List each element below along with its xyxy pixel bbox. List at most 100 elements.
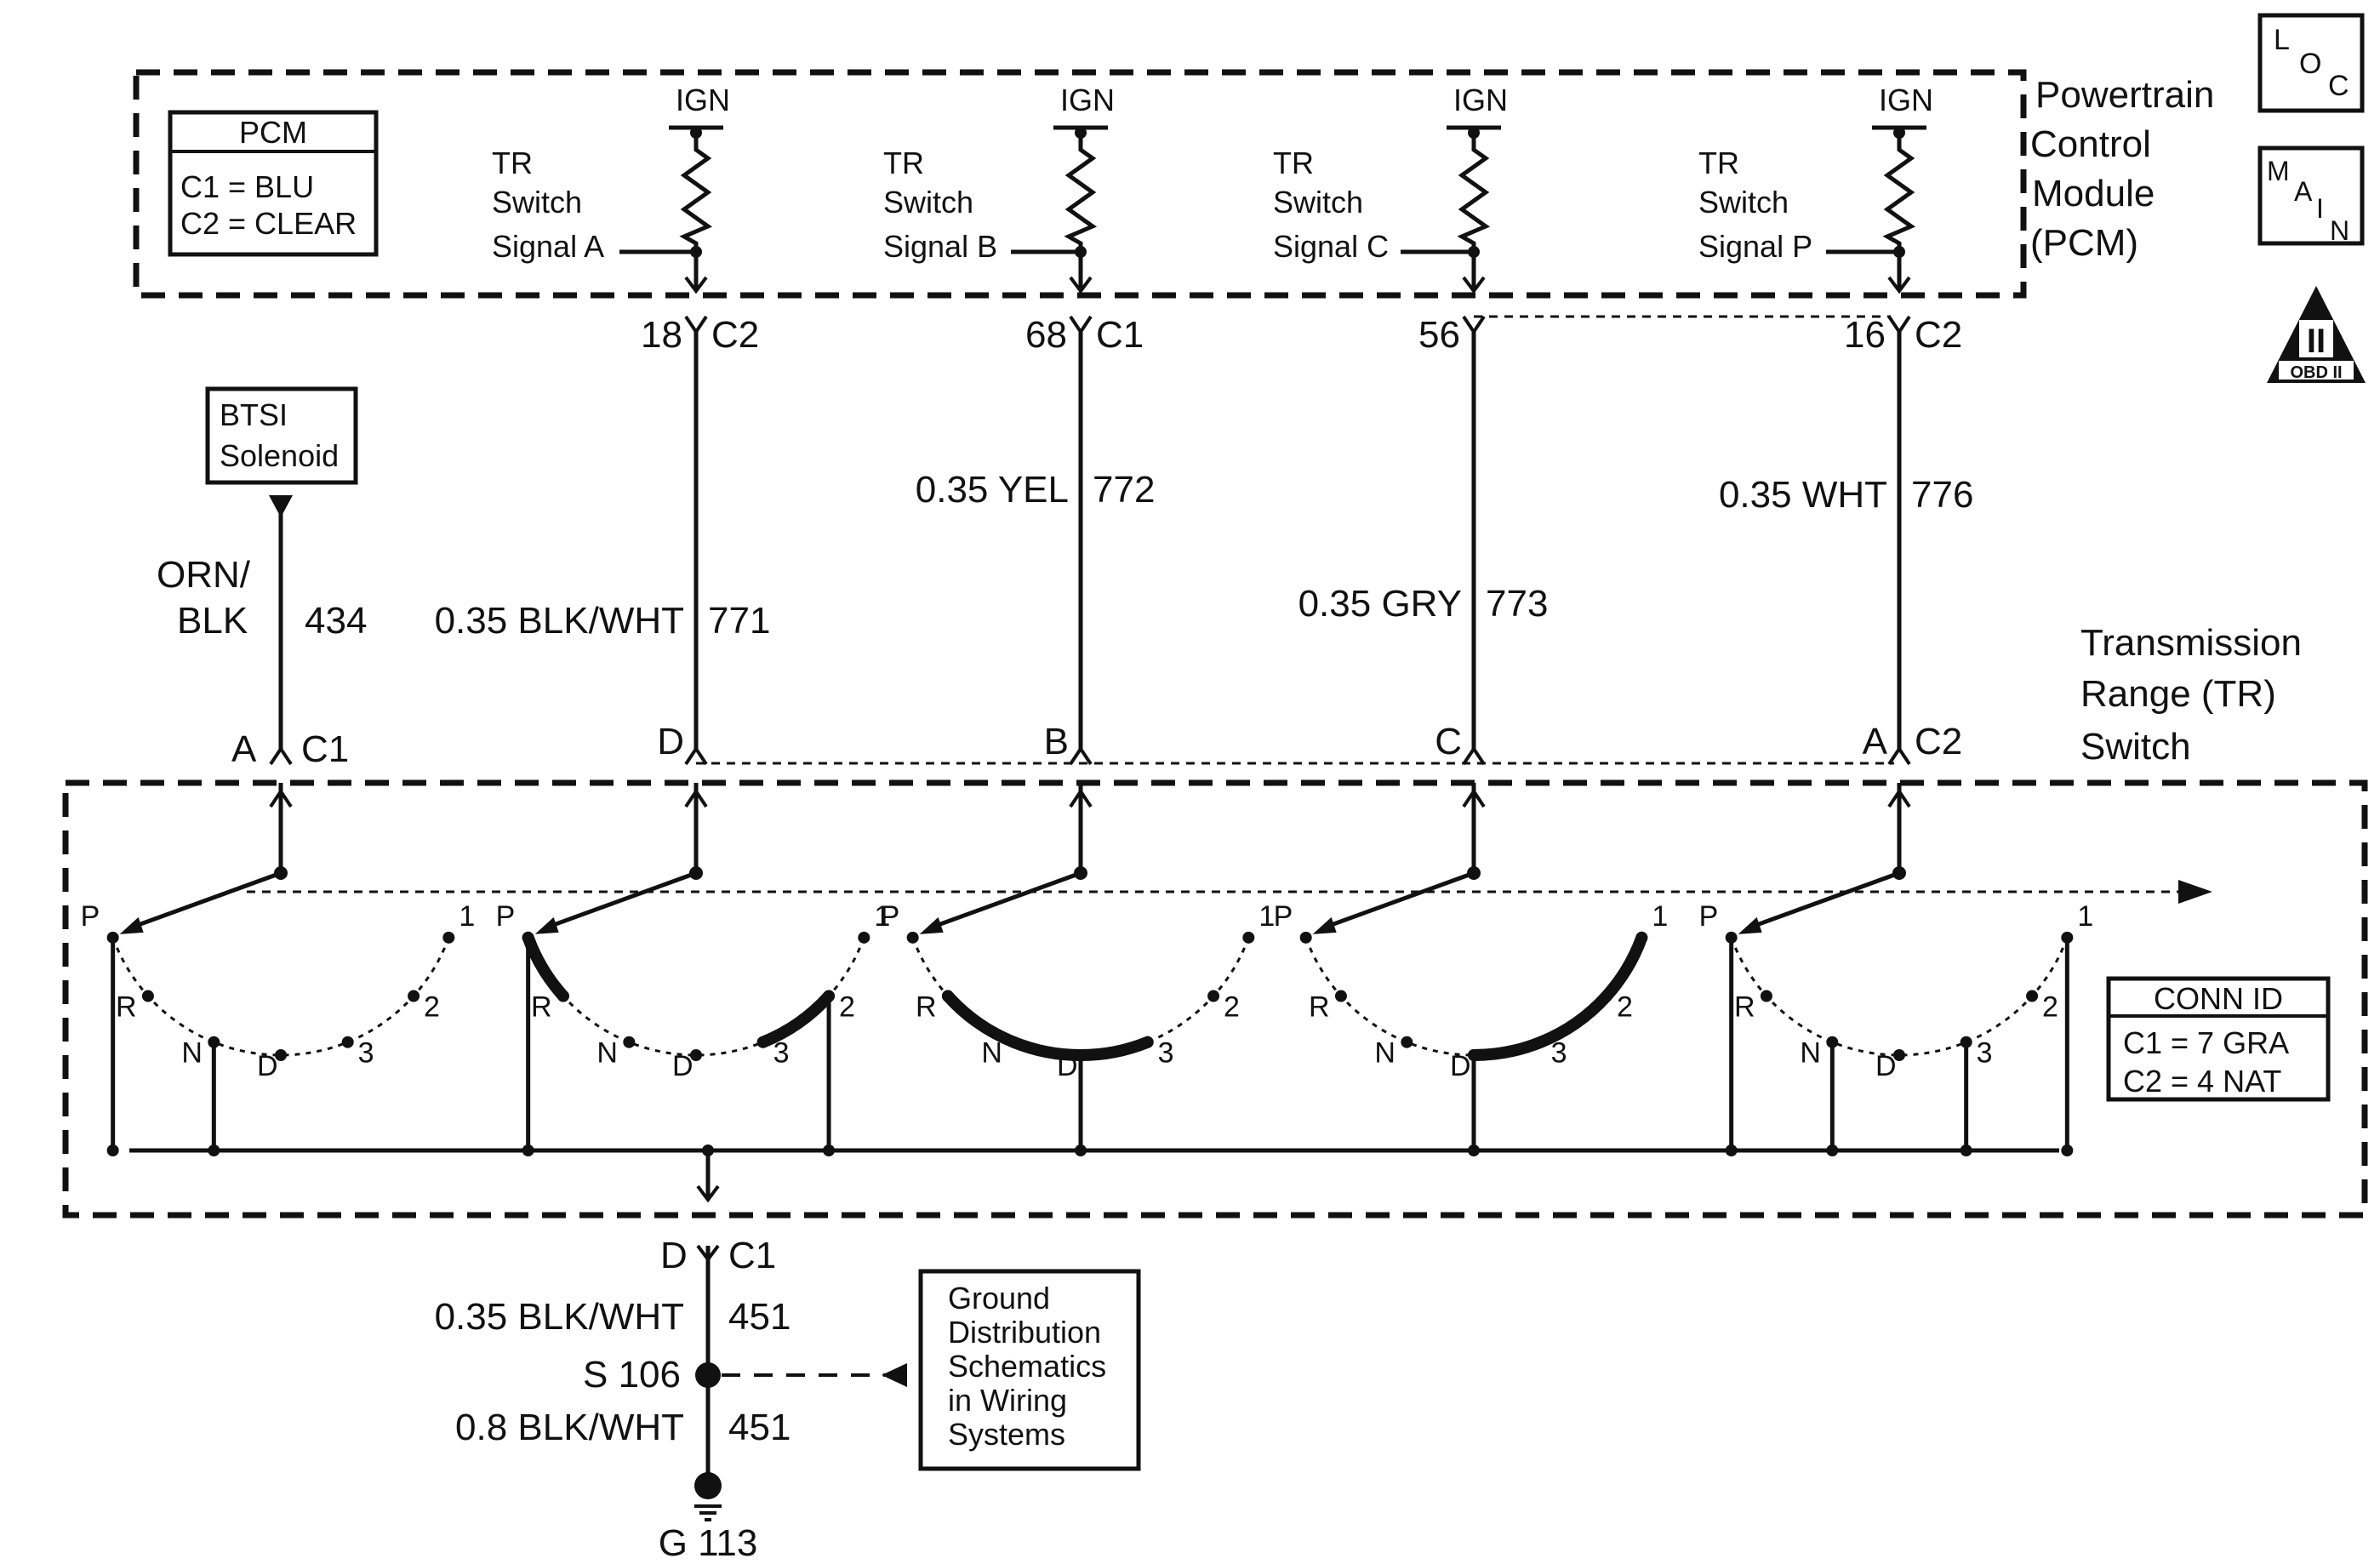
btsi-connector-icon	[269, 745, 293, 766]
circuit-number: 773	[1486, 583, 1548, 625]
contact-3	[1141, 1036, 1154, 1048]
loc-icon[interactable]: L O C	[2257, 13, 2365, 113]
contact-R	[1760, 990, 1772, 1002]
position-label: P	[1699, 900, 1719, 933]
tr-pin: B	[1044, 721, 1069, 762]
ref-line4: in Wiring	[948, 1383, 1067, 1418]
contact-D	[275, 1049, 287, 1061]
pcm-pin-conn: C2	[711, 314, 759, 356]
ground-circuit-lower: 451	[728, 1407, 790, 1448]
pullup-resistor	[679, 133, 713, 289]
ign-label: IGN	[1879, 83, 1933, 117]
signal-label-line3: Signal A	[492, 229, 604, 264]
obd-ii-icon[interactable]: II OBD II	[2267, 286, 2366, 383]
position-label: R	[116, 991, 137, 1024]
main-icon[interactable]: M A I N	[2257, 146, 2365, 246]
svg-text:C: C	[2328, 70, 2349, 102]
contact-D	[690, 1049, 702, 1061]
contact-R	[556, 990, 569, 1002]
signal-label-line2: Switch	[1698, 185, 1789, 220]
arm-arrow-icon	[1312, 916, 1337, 934]
pcm-pin-number: 18	[641, 314, 682, 356]
contact-2	[408, 990, 420, 1002]
circuit-number: 771	[708, 600, 770, 642]
position-label: 3	[1158, 1037, 1174, 1070]
signal-label-line1: TR	[1273, 146, 1314, 180]
svg-text:M: M	[2267, 156, 2290, 186]
pcm-legend-c1: C1 = BLU	[180, 169, 314, 204]
btsi-circuit-number: 434	[305, 600, 367, 642]
pcm-pin-connector-icon	[1462, 315, 1486, 335]
circuit-number: 772	[1093, 469, 1155, 511]
position-label: 1	[459, 900, 475, 933]
position-label: P	[1274, 900, 1293, 933]
ground-conn-name: C1	[728, 1235, 776, 1276]
btsi-label-line2: Solenoid	[220, 438, 339, 473]
conn-id-c2: C2 = 4 NAT	[2123, 1064, 2281, 1099]
signal-label-line2: Switch	[492, 185, 582, 220]
tr-pin-connector-icon	[1069, 745, 1093, 766]
contact-2	[1601, 990, 1613, 1002]
ground-circuit-upper: 451	[728, 1296, 790, 1338]
pcm-title-line2: Control	[2030, 123, 2151, 165]
wire-color: 0.35 WHT	[1719, 474, 1887, 516]
ign-label: IGN	[1453, 83, 1508, 117]
contact-1	[1242, 931, 1255, 944]
ref-line5: Systems	[948, 1417, 1065, 1452]
pcm-legend-c2: C2 = CLEAR	[180, 206, 357, 241]
pcm-connector-legend: PCM C1 = BLU C2 = CLEAR	[168, 110, 379, 257]
contact-P	[906, 931, 919, 944]
pullup-resistor	[1457, 133, 1491, 289]
position-label: N	[596, 1037, 618, 1070]
contact-R	[1334, 990, 1347, 1002]
pcm-pin-conn: C1	[1096, 314, 1144, 356]
position-label: N	[981, 1037, 1002, 1070]
ground-g113-icon	[694, 1472, 722, 1499]
svg-text:OBD II: OBD II	[2290, 363, 2342, 382]
wire-color: 0.35 YEL	[916, 469, 1069, 511]
switch-arm	[545, 870, 697, 930]
position-label: 3	[1551, 1037, 1567, 1070]
position-label: P	[881, 900, 900, 933]
tr-title-line2: Range (TR)	[2080, 673, 2276, 715]
pcm-title-line1: Powertrain	[2035, 74, 2214, 116]
signal-label-line3: Signal B	[883, 229, 997, 264]
contact-P	[1299, 931, 1312, 944]
btsi-box	[205, 386, 358, 485]
pcm-pin-number: 56	[1418, 314, 1460, 356]
tr-pin: A	[1863, 721, 1888, 762]
switch-arm	[1749, 870, 1900, 930]
tr-title-line3: Switch	[2080, 726, 2191, 768]
position-label: N	[1374, 1037, 1395, 1070]
ground-conn-pin: D	[660, 1235, 688, 1276]
tr-pin-connector-icon	[684, 745, 708, 766]
ground-connector-icon	[696, 1244, 720, 1263]
splice-s106	[695, 1362, 721, 1388]
contact-1	[1635, 931, 1648, 944]
ground-label: G 113	[659, 1522, 758, 1564]
arm-arrow-icon	[534, 916, 559, 934]
pullup-resistor	[1064, 133, 1098, 289]
position-label: D	[672, 1050, 693, 1082]
pcm-boundary	[133, 69, 2027, 299]
position-label: D	[1450, 1050, 1471, 1082]
btsi-pin: A	[231, 728, 257, 770]
arm-arrow-icon	[119, 916, 144, 934]
tr-pin: C	[1435, 721, 1462, 762]
position-label: 2	[839, 991, 855, 1024]
signal-label-line1: TR	[883, 146, 924, 180]
svg-text:A: A	[2294, 176, 2313, 207]
svg-text:L: L	[2274, 24, 2290, 56]
contact-D	[1893, 1049, 1905, 1061]
position-label: P	[81, 900, 100, 933]
tr-pin: D	[657, 721, 684, 762]
ground-wire-lower: 0.8 BLK/WHT	[455, 1407, 684, 1448]
position-label: D	[1875, 1050, 1897, 1082]
pcm-pin-connector-icon	[1069, 315, 1093, 335]
pcm-legend-title: PCM	[239, 115, 307, 150]
